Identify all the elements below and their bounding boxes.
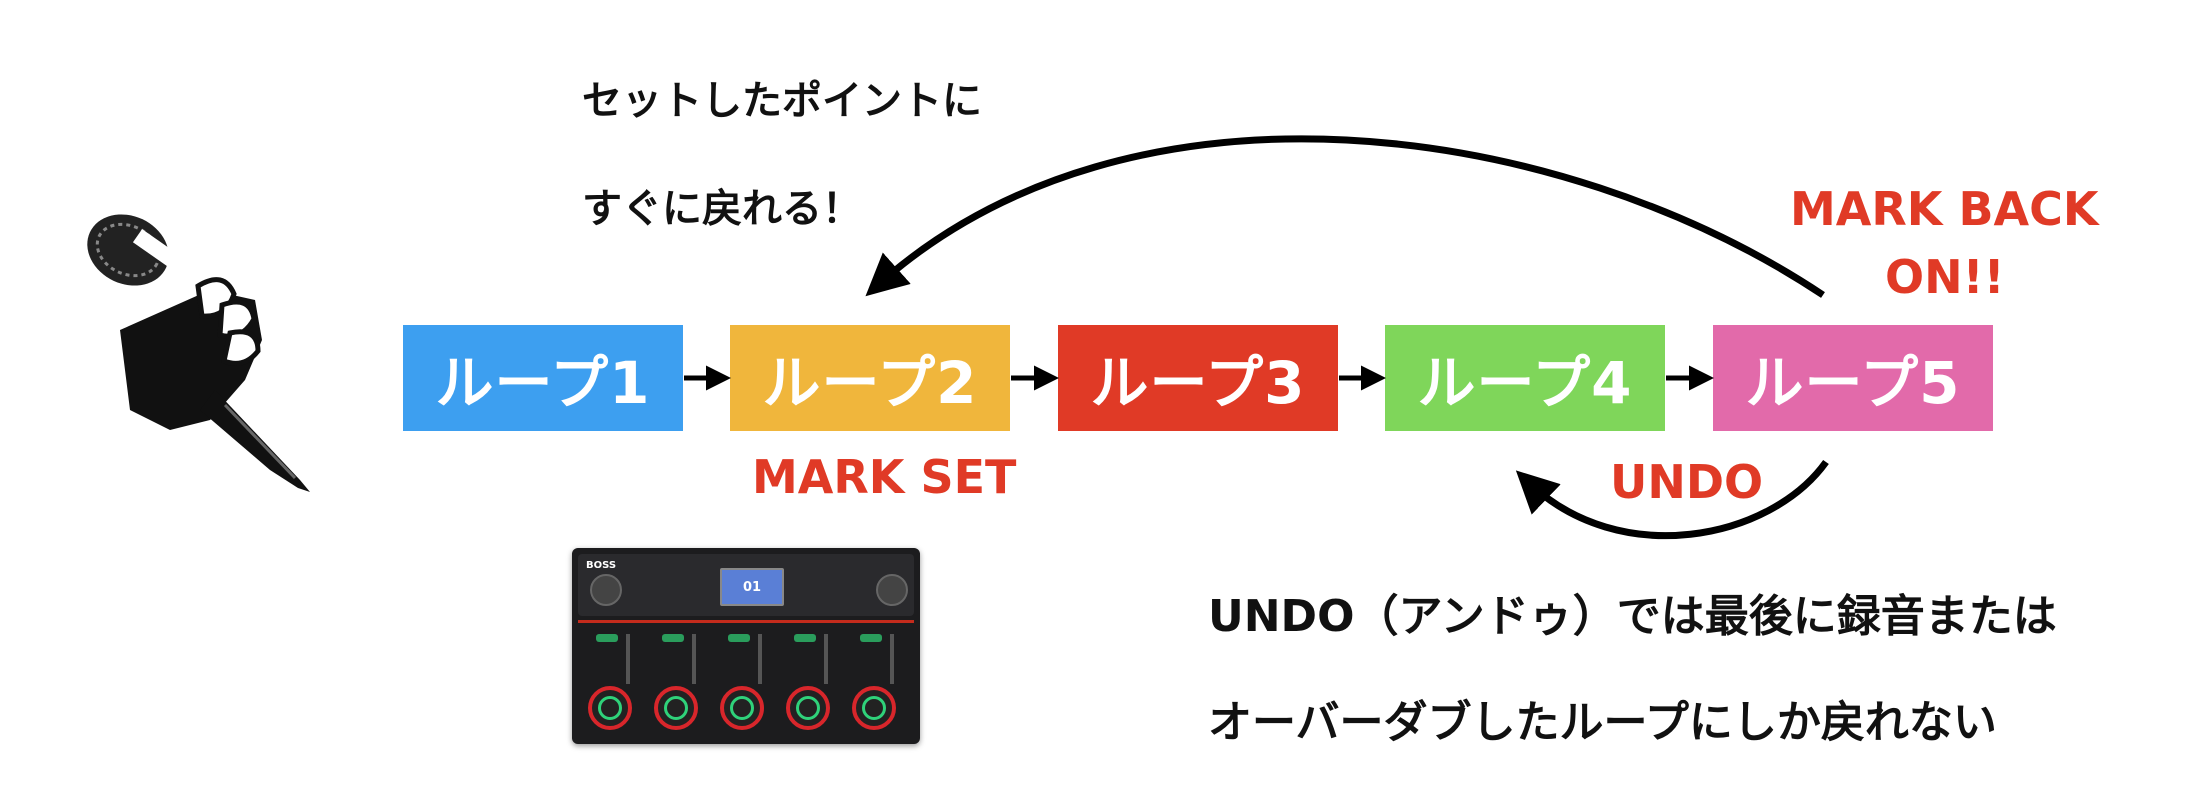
device-screen-number: 01 xyxy=(742,579,762,595)
top-caption-line-2: すぐに戻れる！ xyxy=(582,186,862,232)
mark-back-arc-arrow xyxy=(865,135,1825,298)
mark-back-label-line-1: MARK BACK xyxy=(1790,182,2099,236)
device-track-1 xyxy=(582,630,642,736)
loop-label-5: ループ5 xyxy=(1745,349,1961,417)
loop-box-1: ループ1 xyxy=(403,325,683,431)
device-track-5 xyxy=(846,630,906,736)
loop-box-2: ループ2 xyxy=(730,325,1010,431)
device-track-3 xyxy=(714,630,774,736)
device-brand-label: BOSS xyxy=(586,560,617,571)
device-knob-right xyxy=(876,574,908,606)
loop-label-3: ループ3 xyxy=(1090,349,1306,417)
undo-label: UNDO xyxy=(1610,455,1764,509)
loop-station-device-icon: BOSS 01 xyxy=(572,548,920,744)
loop-label-1: ループ1 xyxy=(435,349,651,417)
device-screen: 01 xyxy=(720,568,784,606)
device-track-2 xyxy=(648,630,708,736)
bottom-caption-line-2: オーバーダブしたループにしか戻れない xyxy=(1208,697,1997,748)
device-track-4 xyxy=(780,630,840,736)
mark-back-label-line-2: ON!! xyxy=(1885,250,2005,304)
mark-set-label: MARK SET xyxy=(752,450,1017,504)
device-knob-left xyxy=(590,574,622,606)
top-caption-line-1: セットしたポイントに xyxy=(582,78,982,124)
loop-box-4: ループ4 xyxy=(1385,325,1665,431)
device-red-stripe xyxy=(578,620,914,623)
undo-arc-arrow xyxy=(1515,459,1829,539)
loop-label-2: ループ2 xyxy=(762,349,978,417)
loop-box-3: ループ3 xyxy=(1058,325,1338,431)
loop-label-4: ループ4 xyxy=(1417,349,1633,417)
loop-box-5: ループ5 xyxy=(1713,325,1993,431)
bottom-caption-line-1: UNDO（アンドゥ）では最後に録音または xyxy=(1208,591,2057,642)
